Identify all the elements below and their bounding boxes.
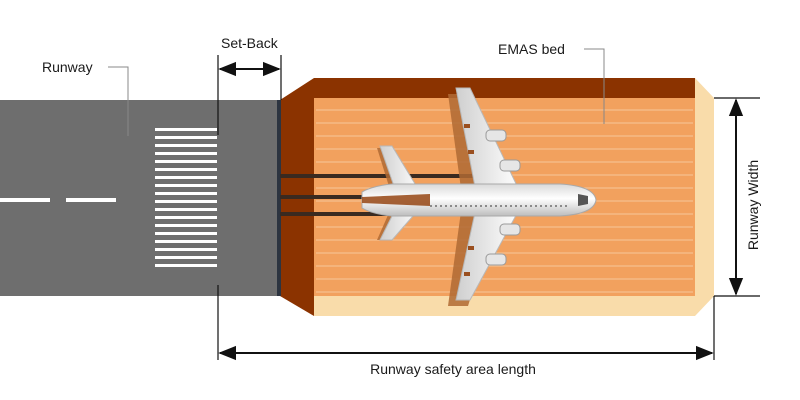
threshold-bar	[155, 144, 217, 147]
threshold-bar	[155, 192, 217, 195]
runway-label: Runway	[42, 59, 93, 75]
threshold-bar	[155, 200, 217, 203]
runway-end-line	[277, 100, 281, 296]
threshold-bar	[155, 216, 217, 219]
emas-leader-line	[584, 48, 605, 124]
threshold-bar	[155, 240, 217, 243]
threshold-bar	[155, 152, 217, 155]
emas-top-band	[314, 78, 695, 98]
runway-leader-line	[108, 66, 129, 136]
emas-bed-label: EMAS bed	[498, 41, 565, 57]
aircraft-icon	[361, 87, 597, 306]
runway-width-label: Runway Width	[745, 160, 761, 250]
threshold-bar	[155, 224, 217, 227]
threshold-bar	[155, 256, 217, 259]
threshold-bar	[155, 176, 217, 179]
threshold-bar	[155, 232, 217, 235]
threshold-bar	[155, 184, 217, 187]
threshold-bar	[155, 136, 217, 139]
rsa-length-label: Runway safety area length	[370, 361, 536, 377]
centerline-dash	[0, 198, 50, 202]
threshold-bar	[155, 208, 217, 211]
centerline-dash	[66, 198, 116, 202]
emas-end-edge	[695, 78, 714, 316]
threshold-bar	[155, 248, 217, 251]
setback-label: Set-Back	[221, 35, 279, 51]
threshold-markings	[155, 128, 217, 267]
threshold-bar	[155, 168, 217, 171]
emas-bottom-band	[314, 296, 695, 316]
threshold-bar	[155, 264, 217, 267]
threshold-bar	[155, 128, 217, 131]
threshold-bar	[155, 160, 217, 163]
